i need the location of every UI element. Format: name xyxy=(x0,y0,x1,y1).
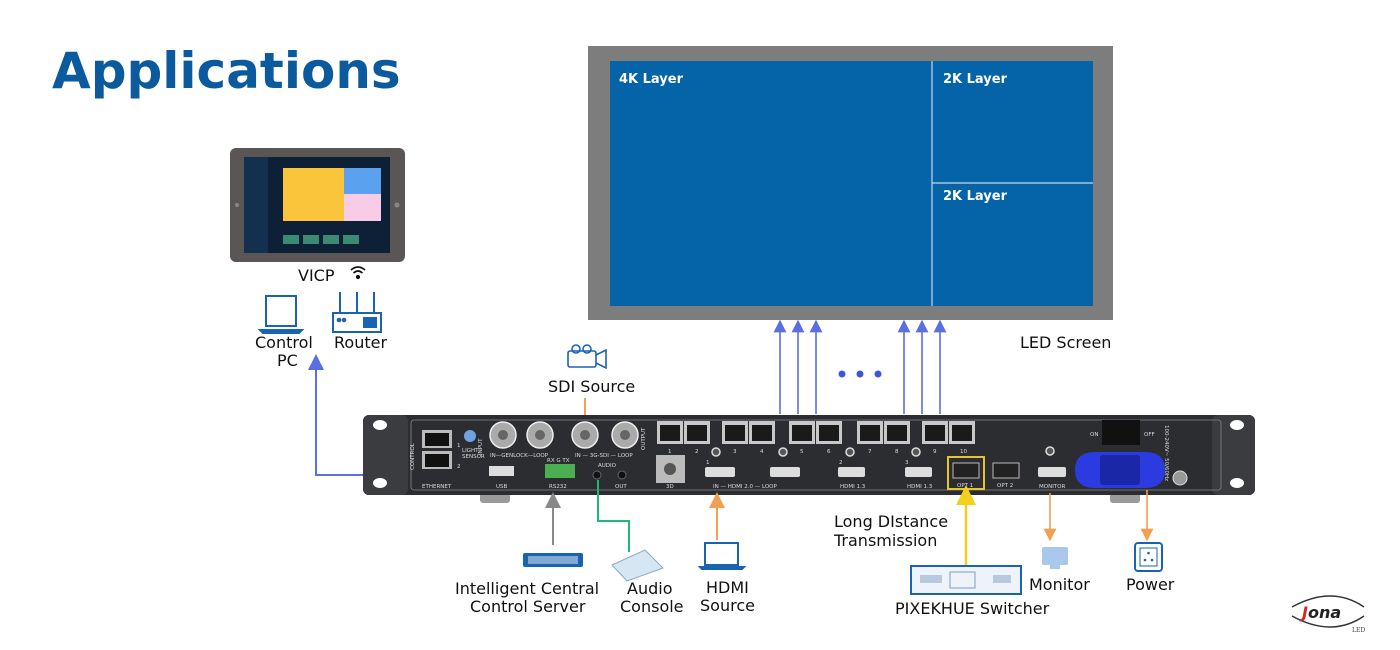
hdmi-source-label-2: Source xyxy=(700,596,755,615)
panel-label-control: CONTROL xyxy=(410,442,416,470)
svg-text:LED: LED xyxy=(1352,627,1365,634)
central-server-label-1: Intelligent Central xyxy=(455,579,599,598)
control-pc-label-1: Control xyxy=(255,333,313,352)
panel-label-rs232-pins: RX G TX xyxy=(547,458,570,464)
panel-label-monitor: MONITOR xyxy=(1039,484,1065,490)
control-pc-label-2: PC xyxy=(277,351,298,370)
layer-2k-top-label: 2K Layer xyxy=(943,72,1008,87)
hdmi-source-label-1: HDMI xyxy=(706,578,749,597)
panel-label-eth-1: 1 xyxy=(457,443,461,449)
power-outlet-icon xyxy=(1134,542,1163,572)
output-port-number: 7 xyxy=(868,449,872,455)
output-port-number: 5 xyxy=(800,449,804,455)
wifi-icon xyxy=(350,266,366,280)
control-server-icon xyxy=(523,553,583,567)
output-port-socket xyxy=(725,425,745,441)
svg-text:Jona: Jona xyxy=(1299,603,1341,622)
long-distance-label-1: Long DIstance xyxy=(834,512,948,531)
output-port-socket xyxy=(792,425,812,441)
panel-label-genlock: IN—GENLOCK—LOOP xyxy=(490,453,549,459)
output-port-number: 2 xyxy=(695,449,699,455)
panel-label-on: ON xyxy=(1090,432,1098,438)
layer-2k-bottom-label: 2K Layer xyxy=(943,189,1008,204)
audio-line xyxy=(597,480,630,552)
audio-console-icon xyxy=(611,549,664,582)
monitor-label: Monitor xyxy=(1029,575,1090,594)
power-label: Power xyxy=(1126,575,1175,594)
output-arrows xyxy=(773,319,947,414)
tablet-vicp xyxy=(230,148,405,262)
panel-label-3d: 3D xyxy=(666,484,674,490)
router-label: Router xyxy=(334,333,387,352)
panel-label-output: OUTPUT xyxy=(641,427,647,450)
output-port-socket xyxy=(887,425,907,441)
output-port-number: 6 xyxy=(827,449,831,455)
panel-label-off: OFF xyxy=(1144,432,1155,438)
panel-label-hdmi20: IN — HDMI 2.0 — LOOP xyxy=(713,484,777,490)
long-distance-label-2: Transmission xyxy=(833,531,937,550)
sdi-source-label: SDI Source xyxy=(548,377,635,396)
led-screen: 4K Layer 2K Layer 2K Layer xyxy=(588,46,1113,320)
output-port-socket xyxy=(687,425,707,441)
output-port-number: 1 xyxy=(668,449,672,455)
router-icon xyxy=(332,292,382,333)
output-port-number: 10 xyxy=(960,449,967,455)
switcher-icon xyxy=(910,565,1022,595)
output-port-number: 4 xyxy=(760,449,764,455)
processor-device: CONTROL LIGHT SENSOR INPUT IN—GENLOCK—LO… xyxy=(363,415,1255,503)
panel-label-hdmi-2: 2 xyxy=(839,460,843,466)
sdi-camera-icon xyxy=(567,344,607,370)
panel-label-ethernet: ETHERNET xyxy=(422,484,452,490)
vicp-label: VICP xyxy=(298,266,335,285)
monitor-icon xyxy=(1042,547,1068,569)
output-port-socket xyxy=(925,425,945,441)
output-port-number: 9 xyxy=(933,449,937,455)
audio-console-label-1: Audio xyxy=(627,579,672,598)
led-screen-label: LED Screen xyxy=(1020,333,1111,352)
output-port-socket xyxy=(860,425,880,441)
hdmi-laptop-icon xyxy=(697,542,747,570)
panel-label-voltage: 100-240V~ 50/60Hz xyxy=(1163,425,1169,481)
panel-label-opt2: OPT 2 xyxy=(997,483,1013,489)
page-title: Applications xyxy=(52,42,401,100)
panel-label-hdmi-3: 3 xyxy=(905,460,909,466)
output-port-socket xyxy=(660,425,680,441)
panel-label-sdi: IN — 3G-SDI — LOOP xyxy=(575,453,633,459)
panel-label-usb: USB xyxy=(496,484,508,490)
output-port-socket xyxy=(952,425,972,441)
output-port-socket xyxy=(819,425,839,441)
panel-label-rs232: RS232 xyxy=(549,484,567,490)
control-pc-laptop-icon xyxy=(257,295,305,334)
panel-label-hdmi13-a: HDMI 1.3 xyxy=(840,484,866,490)
panel-label-hdmi13-b: HDMI 1.3 xyxy=(907,484,933,490)
ellipsis-dots xyxy=(838,370,882,378)
panel-label-sensor: SENSOR xyxy=(462,454,485,460)
output-port-number: 3 xyxy=(733,449,737,455)
layer-4k-label: 4K Layer xyxy=(619,72,684,87)
panel-label-hdmi-1: 1 xyxy=(706,460,710,466)
panel-label-light: LIGHT xyxy=(462,448,479,454)
audio-console-label-2: Console xyxy=(620,597,684,616)
panel-label-input: INPUT xyxy=(478,438,484,455)
panel-label-opt1: OPT 1 xyxy=(957,483,973,489)
panel-label-audio: AUDIO xyxy=(598,463,617,469)
switcher-label: PIXEKHUE Switcher xyxy=(895,599,1050,618)
panel-label-audio-out: OUT xyxy=(615,484,627,490)
output-port-socket xyxy=(752,425,772,441)
panel-label-eth-2: 2 xyxy=(457,464,461,470)
jona-logo: Jona LED xyxy=(1291,595,1365,634)
output-port-number: 8 xyxy=(895,449,899,455)
central-server-label-2: Control Server xyxy=(470,597,586,616)
